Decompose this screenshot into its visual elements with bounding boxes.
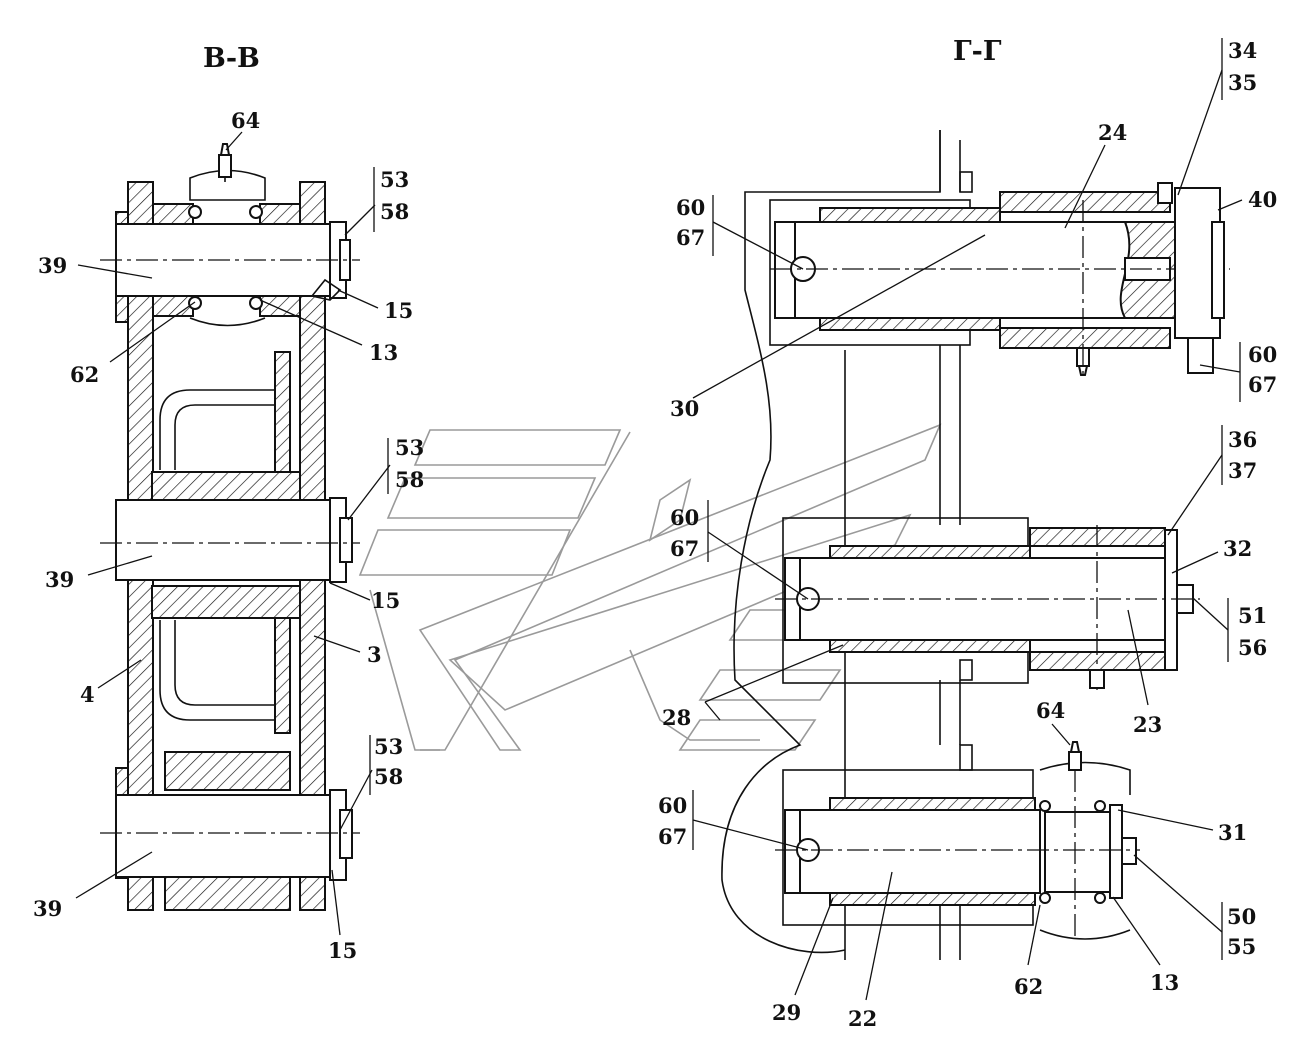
label-50: 50 [1227,904,1256,929]
label-37: 37 [1228,458,1257,483]
label-60-d: 60 [658,793,687,818]
label-40: 40 [1248,187,1277,212]
label-15-bottom: 15 [328,938,357,963]
label-53-bottom: 53 [374,734,403,759]
label-3: 3 [367,642,382,667]
label-55: 55 [1227,934,1256,959]
label-39-mid: 39 [45,567,74,592]
label-39-top: 39 [38,253,67,278]
label-67-d: 67 [658,824,687,849]
section-title-v-v: В-В [203,43,260,74]
label-67-b: 67 [1248,372,1277,397]
section-g-g-view [721,130,1230,960]
label-4: 4 [80,682,95,707]
label-64-top: 64 [231,108,260,133]
label-30: 30 [670,396,699,421]
right-callouts: 34 35 24 40 60 67 60 67 30 36 37 32 60 6… [658,38,1277,1031]
label-60-a: 60 [676,195,705,220]
label-60-b: 60 [1248,342,1277,367]
label-51: 51 [1238,603,1267,628]
label-32: 32 [1223,536,1252,561]
label-53-top: 53 [380,167,409,192]
label-13-left: 13 [369,340,398,365]
label-15-mid: 15 [371,588,400,613]
label-13-right: 13 [1150,970,1179,995]
label-62-left: 62 [70,362,99,387]
label-15-top: 15 [384,298,413,323]
label-39-bottom: 39 [33,896,62,921]
label-62-right: 62 [1014,974,1043,999]
label-23: 23 [1133,712,1162,737]
label-28: 28 [662,705,691,730]
label-58-bottom: 58 [374,764,403,789]
label-34: 34 [1228,38,1257,63]
label-29: 29 [772,1000,801,1025]
label-24: 24 [1098,120,1127,145]
label-58-top: 58 [380,199,409,224]
pin-39-middle [115,499,331,581]
label-67-c: 67 [670,536,699,561]
label-36: 36 [1228,427,1257,452]
label-64-right: 64 [1036,698,1065,723]
pin-24 [774,221,1176,319]
washer-32 [1164,529,1178,671]
pin-22 [784,809,1041,894]
label-67-a: 67 [676,225,705,250]
label-22: 22 [848,1006,877,1031]
grease-nipple-icon [218,154,232,178]
label-53-mid: 53 [395,435,424,460]
label-60-c: 60 [670,505,699,530]
left-callouts: 64 53 58 39 15 62 13 53 58 39 15 3 4 53 … [33,108,424,963]
pin-39-bottom [115,794,331,878]
label-35: 35 [1228,70,1257,95]
section-title-g-g: Г-Г [953,36,1002,67]
label-31: 31 [1218,820,1247,845]
label-58-mid: 58 [395,467,424,492]
label-56: 56 [1238,635,1267,660]
section-v-v-view [100,143,360,911]
